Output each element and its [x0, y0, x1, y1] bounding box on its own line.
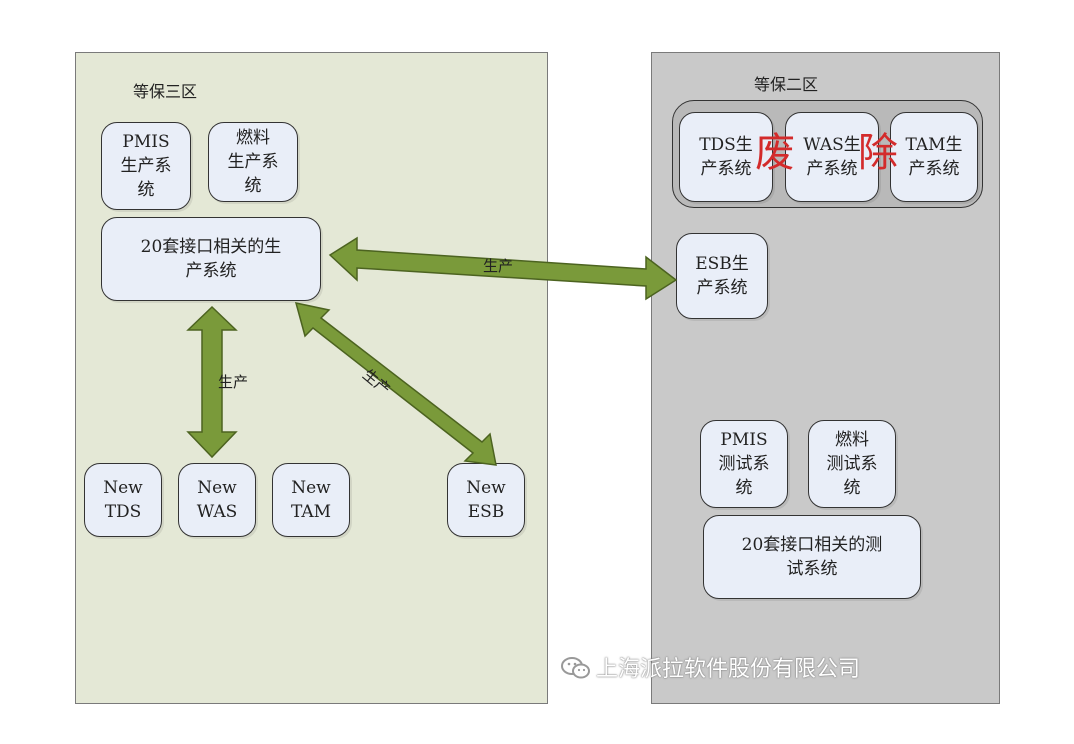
pmis-test-box[interactable]: PMIS 测试系 统 — [700, 420, 788, 508]
interfaces-production-box[interactable]: 20套接口相关的生 产系统 — [101, 217, 321, 301]
vertical-production-arrow — [186, 305, 238, 459]
esb-production-box[interactable]: ESB生 产系统 — [676, 233, 768, 319]
vertical-arrow-label: 生产 — [218, 373, 249, 391]
new-esb-box[interactable]: New ESB — [447, 463, 525, 537]
diagonal-production-arrow — [294, 302, 497, 466]
horizontal-production-arrow — [328, 236, 678, 301]
company-watermark: 上海派拉软件股份有限公司 — [596, 657, 861, 682]
tam-production-box[interactable]: TAM生 产系统 — [890, 112, 978, 202]
pmis-production-box[interactable]: PMIS 生产系 统 — [101, 122, 191, 210]
fuel-test-box[interactable]: 燃料 测试系 统 — [808, 420, 896, 508]
zone2-title: 等保二区 — [754, 75, 819, 94]
was-production-box[interactable]: WAS生 产系统 — [785, 112, 879, 202]
interfaces-test-box[interactable]: 20套接口相关的测 试系统 — [703, 515, 921, 599]
fuel-production-box[interactable]: 燃料 生产系 统 — [208, 122, 298, 202]
horizontal-arrow-label: 生产 — [483, 257, 514, 275]
tds-production-box[interactable]: TDS生 产系统 — [679, 112, 773, 202]
deprecated-mark-1: 废 — [755, 130, 795, 176]
deprecated-mark-2: 除 — [858, 130, 898, 176]
zone3-title: 等保三区 — [133, 82, 198, 101]
new-was-box[interactable]: New WAS — [178, 463, 256, 537]
wechat-icon — [561, 657, 590, 679]
new-tam-box[interactable]: New TAM — [272, 463, 350, 537]
new-tds-box[interactable]: New TDS — [84, 463, 162, 537]
